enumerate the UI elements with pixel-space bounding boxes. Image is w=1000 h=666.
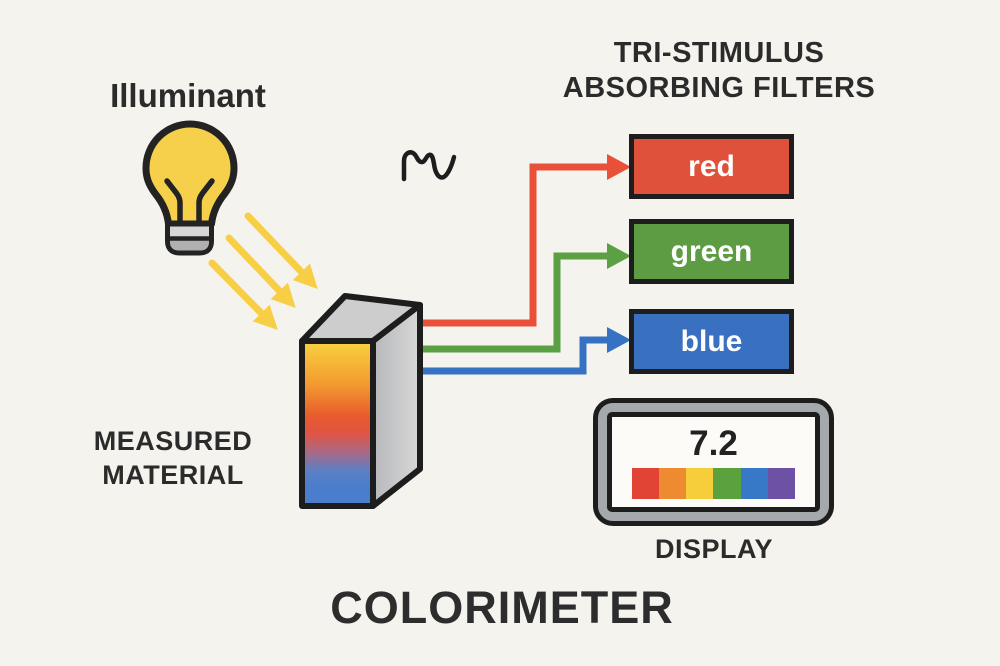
- measured-material-label: MEASURED MATERIAL: [62, 424, 284, 492]
- spectrum-segment: [740, 467, 769, 499]
- green-signal-arrowhead: [607, 243, 631, 269]
- measured-material-line1: MEASURED: [93, 426, 253, 456]
- red-signal-line: [410, 163, 609, 327]
- filters-heading-line2: ABSORBING FILTERS: [562, 72, 876, 104]
- display-frame: 7.2: [593, 398, 834, 526]
- lightbulb-icon: [142, 120, 238, 256]
- blue-signal-line: [406, 336, 609, 375]
- filter-box-green: green: [629, 219, 794, 284]
- filters-heading: TRI-STIMULUS ABSORBING FILTERS: [538, 36, 900, 106]
- red-signal-arrowhead: [607, 154, 631, 180]
- block-front-face: [299, 338, 376, 509]
- measured-material-block: [299, 293, 423, 509]
- display-label: DISPLAY: [654, 534, 774, 564]
- spectral-curve-icon: [401, 150, 457, 182]
- measured-material-line2: MATERIAL: [102, 460, 244, 490]
- light-rays: [208, 212, 318, 330]
- display-screen: 7.2: [607, 412, 820, 512]
- filter-box-red: red: [629, 134, 794, 199]
- green-signal-line: [410, 252, 609, 353]
- illuminant-label: Illuminant: [110, 77, 266, 114]
- light-ray-arrow: [208, 259, 278, 330]
- light-ray-arrow: [225, 234, 296, 309]
- block-side-face: [370, 302, 423, 509]
- spectrum-segment: [658, 467, 687, 499]
- filter-label-blue: blue: [680, 324, 743, 358]
- spectrum-segment: [713, 467, 741, 499]
- spectrum-bar: [631, 467, 796, 499]
- display-value: 7.2: [689, 423, 738, 463]
- bulb-filament: [164, 178, 215, 224]
- filter-label-green: green: [670, 234, 753, 268]
- spectrum-segment: [631, 467, 659, 499]
- spectrum-segment: [686, 467, 714, 499]
- page-title: COLORIMETER: [330, 582, 674, 633]
- light-ray-arrow: [244, 212, 318, 290]
- filter-label-red: red: [688, 149, 735, 183]
- spectrum-segment: [768, 467, 796, 499]
- bulb-base: [165, 221, 214, 256]
- blue-signal-arrowhead: [607, 327, 631, 353]
- filter-box-blue: blue: [629, 309, 794, 374]
- filters-heading-line1: TRI-STIMULUS: [613, 37, 825, 69]
